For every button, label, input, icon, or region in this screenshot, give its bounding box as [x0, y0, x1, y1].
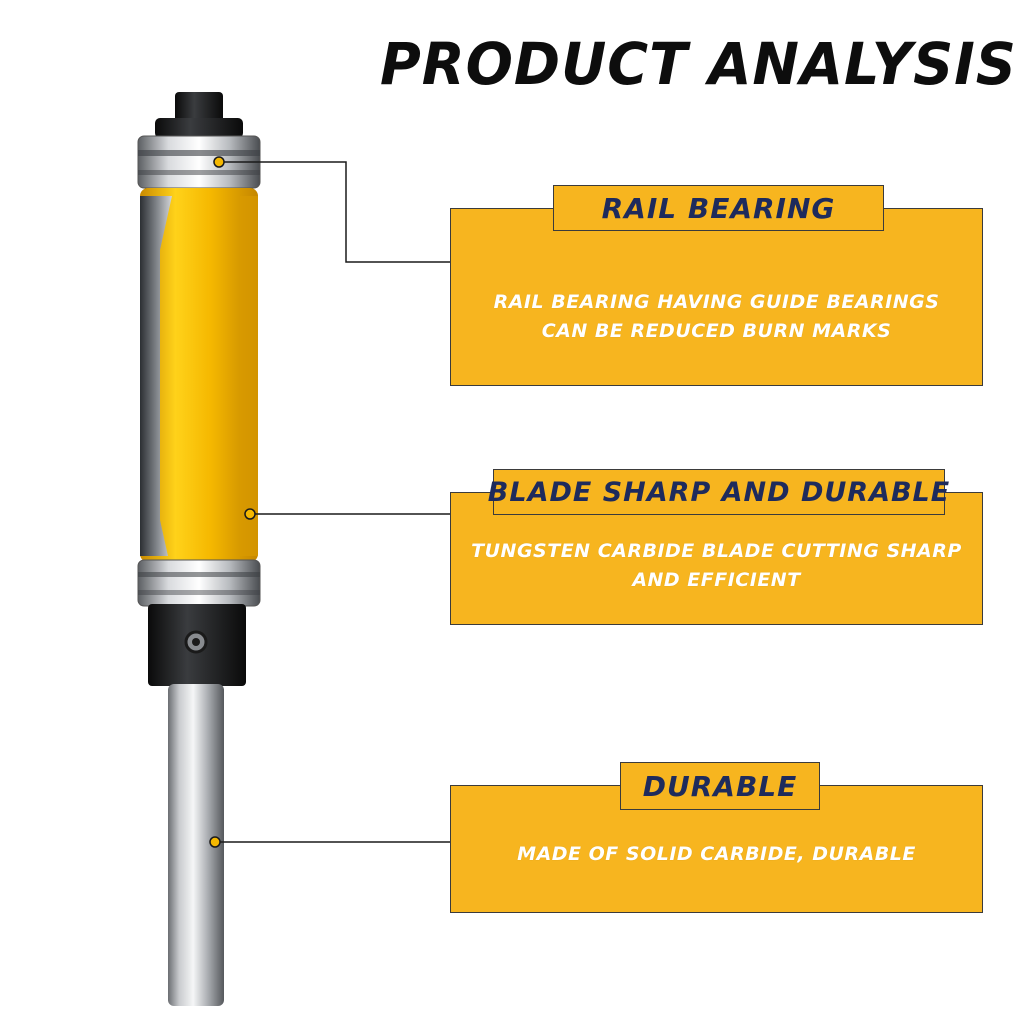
top-washer [155, 118, 243, 138]
callout-dot-3 [209, 836, 221, 848]
callout-dot-1 [213, 156, 225, 168]
callout-line-1 [219, 161, 450, 263]
carbide-blade [140, 196, 172, 556]
feature-heading: RAIL BEARING [601, 191, 836, 225]
shank [168, 684, 224, 1006]
feature-description: RAIL BEARING HAVING GUIDE BEARINGS CAN B… [493, 291, 940, 342]
feature-heading-tab: BLADE SHARP AND DURABLE [488, 469, 949, 515]
cutter-body [140, 188, 258, 562]
feature-heading-tab: RAIL BEARING [553, 185, 884, 231]
feature-heading: DURABLE [642, 769, 798, 803]
feature-panel-rail-bearing: RAIL BEARING HAVING GUIDE BEARINGS CAN B… [450, 208, 983, 386]
bottom-bearing [137, 559, 261, 607]
top-nut [175, 92, 223, 124]
feature-heading-tab: DURABLE [620, 762, 820, 810]
page-title: PRODUCT ANALYSIS [380, 30, 1017, 98]
feature-description: TUNGSTEN CARBIDE BLADE CUTTING SHARP AND… [471, 539, 962, 591]
callout-dot-2 [244, 508, 256, 520]
feature-heading: BLADE SHARP AND DURABLE [487, 476, 951, 508]
feature-description: MADE OF SOLID CARBIDE, DURABLE [517, 842, 916, 865]
